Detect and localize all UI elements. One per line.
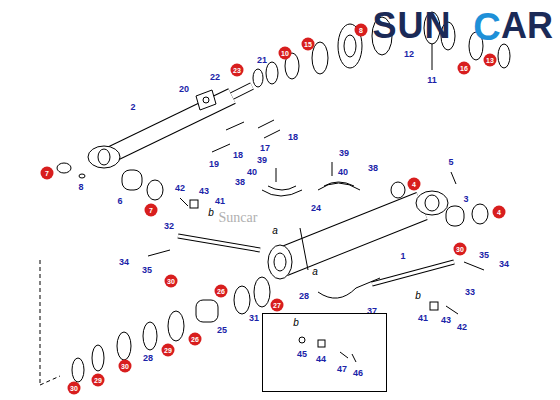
callout-number: 39: [257, 156, 267, 165]
callout-number: 45: [297, 350, 307, 359]
callout-number: 29: [94, 377, 102, 384]
callout-dot: [68, 382, 81, 395]
callout-number: 7: [45, 170, 49, 177]
callout-dot: [92, 374, 105, 387]
callout-number: 30: [167, 278, 175, 285]
detail-box: b 45 44 47 46: [262, 313, 387, 392]
callout-number: 13: [486, 57, 494, 64]
callout-number: 38: [235, 178, 245, 187]
callout-dot: [302, 38, 315, 51]
callout-number: 35: [479, 251, 489, 260]
callout-number: 2: [130, 103, 135, 112]
reference-letter: a: [312, 267, 318, 277]
callout-number: 35: [142, 266, 152, 275]
callout-number: 38: [368, 164, 378, 173]
callout-number: 8: [78, 183, 83, 192]
callout-number: 24: [311, 204, 321, 213]
callout-number: 16: [460, 65, 468, 72]
callout-dot: [271, 299, 284, 312]
callout-dot: [189, 333, 202, 346]
callout-dot: [493, 206, 506, 219]
callout-number: 30: [70, 385, 78, 392]
callout-number: 34: [499, 260, 509, 269]
reference-letter: a: [272, 226, 278, 236]
reference-letter: b: [415, 291, 421, 301]
callout-number: 27: [273, 302, 281, 309]
callout-number: 41: [215, 197, 225, 206]
callout-number: 8: [359, 27, 363, 34]
callout-number: 25: [217, 326, 227, 335]
watermark: Suncar: [219, 211, 258, 225]
callout-number: 43: [441, 316, 451, 325]
callout-number: 31: [249, 314, 259, 323]
callout-number: 33: [465, 288, 475, 297]
callout-number: 46: [353, 369, 363, 378]
callout-dot: [162, 344, 175, 357]
callout-number: 23: [233, 67, 241, 74]
callout-number: 18: [288, 133, 298, 142]
callout-number: 10: [281, 50, 289, 57]
callout-number: 5: [448, 158, 453, 167]
callout-number: 3: [463, 195, 468, 204]
callout-dot: [454, 243, 467, 256]
callout-dot: [458, 62, 471, 75]
callout-dot: [484, 54, 497, 67]
callout-number: 7: [149, 207, 153, 214]
callout-dot: [215, 285, 228, 298]
logo-text: AR: [501, 8, 553, 44]
callout-number: 30: [121, 363, 129, 370]
callout-dot: [41, 167, 54, 180]
callout-number: 37: [367, 307, 377, 316]
callout-number: 42: [175, 184, 185, 193]
callout-dot: [231, 64, 244, 77]
callout-dot: [279, 47, 292, 60]
logo-text: C: [473, 8, 500, 46]
callout-number: 42: [457, 323, 467, 332]
logo-text: SUN: [372, 8, 451, 44]
callout-dot: [165, 275, 178, 288]
callout-number: 40: [338, 168, 348, 177]
callout-number: 6: [117, 197, 122, 206]
callout-number: 1: [400, 252, 405, 261]
callout-dot: [408, 178, 421, 191]
callout-number: 26: [217, 288, 225, 295]
callout-number: 11: [427, 76, 437, 85]
callout-number: 28: [299, 292, 309, 301]
callout-number: 43: [199, 187, 209, 196]
reference-letter: b: [208, 208, 214, 218]
callout-number: 44: [316, 355, 326, 364]
callout-number: 41: [418, 314, 428, 323]
reference-letter: b: [293, 318, 299, 328]
callout-number: 26: [191, 336, 199, 343]
callout-number: 47: [337, 365, 347, 374]
callout-number: 15: [304, 41, 312, 48]
callout-number: 21: [257, 56, 267, 65]
callout-number: 4: [497, 209, 501, 216]
callout-number: 20: [179, 85, 189, 94]
callout-number: 34: [119, 258, 129, 267]
callout-number: 29: [164, 347, 172, 354]
callout-number: 22: [210, 73, 220, 82]
callout-number: 18: [233, 151, 243, 160]
callout-number: 32: [164, 222, 174, 231]
callout-number: 39: [339, 149, 349, 158]
callout-number: 17: [260, 144, 270, 153]
callout-dot: [145, 204, 158, 217]
callout-number: 30: [456, 246, 464, 253]
callout-number: 28: [143, 354, 153, 363]
callout-dot: [119, 360, 132, 373]
callout-number: 40: [247, 168, 257, 177]
callout-number: 12: [404, 50, 414, 59]
callout-number: 4: [412, 181, 416, 188]
callout-dot: [355, 24, 368, 37]
callout-number: 19: [209, 160, 219, 169]
